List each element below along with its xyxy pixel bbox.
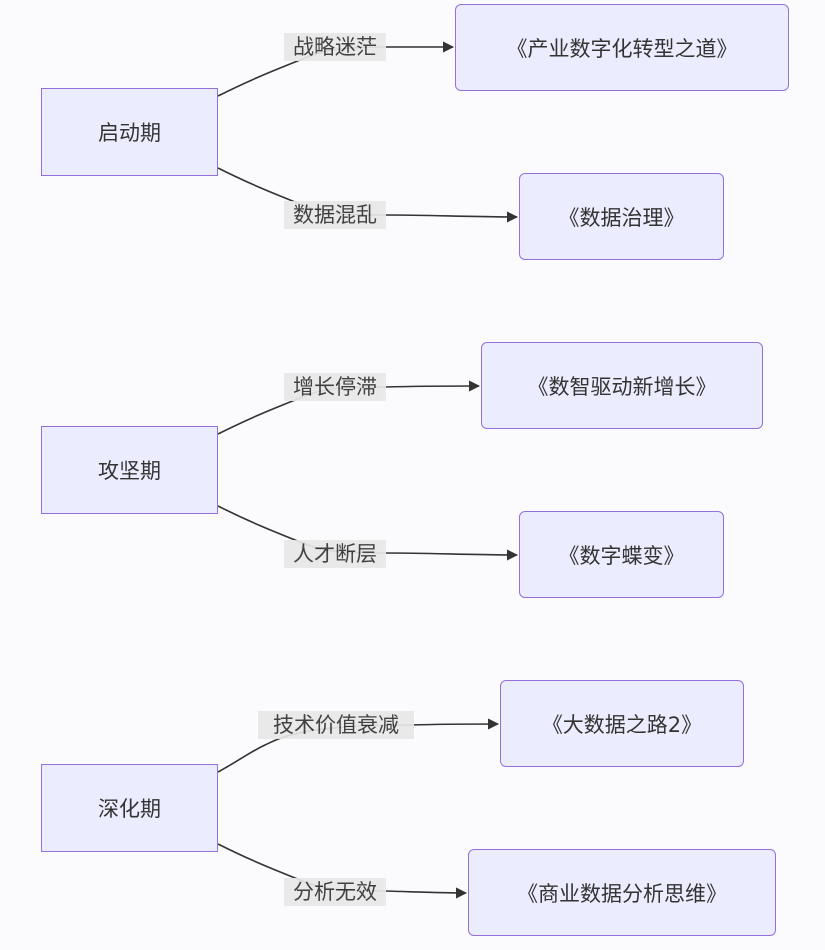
stage-node-deepening[interactable]: 深化期 xyxy=(41,764,218,852)
edge-label-problem: 分析无效 xyxy=(284,878,386,906)
edge-label-problem: 增长停滞 xyxy=(284,373,386,401)
stage-label: 启动期 xyxy=(98,121,161,145)
edge-label-problem: 技术价值衰减 xyxy=(258,711,414,739)
stage-node-startup[interactable]: 启动期 xyxy=(41,88,218,176)
edge-label-problem: 战略迷茫 xyxy=(284,33,386,61)
book-node[interactable]: 《数智驱动新增长》 xyxy=(481,342,763,429)
book-title: 《大数据之路2》 xyxy=(541,712,703,737)
book-title: 《商业数据分析思维》 xyxy=(517,881,727,906)
book-title: 《数智驱动新增长》 xyxy=(527,374,717,399)
book-node[interactable]: 《商业数据分析思维》 xyxy=(468,849,776,936)
book-title: 《数字蝶变》 xyxy=(558,543,685,568)
edge-label-problem: 人才断层 xyxy=(284,540,386,568)
stage-label: 深化期 xyxy=(98,797,161,821)
book-node[interactable]: 《数据治理》 xyxy=(519,173,724,260)
book-node[interactable]: 《大数据之路2》 xyxy=(500,680,744,767)
book-node[interactable]: 《数字蝶变》 xyxy=(519,511,724,598)
edge-label-problem: 数据混乱 xyxy=(284,201,386,229)
stage-node-breakthrough[interactable]: 攻坚期 xyxy=(41,426,218,514)
book-title: 《产业数字化转型之道》 xyxy=(506,36,738,61)
book-node[interactable]: 《产业数字化转型之道》 xyxy=(455,4,789,91)
book-title: 《数据治理》 xyxy=(558,205,685,230)
stage-label: 攻坚期 xyxy=(98,459,161,483)
